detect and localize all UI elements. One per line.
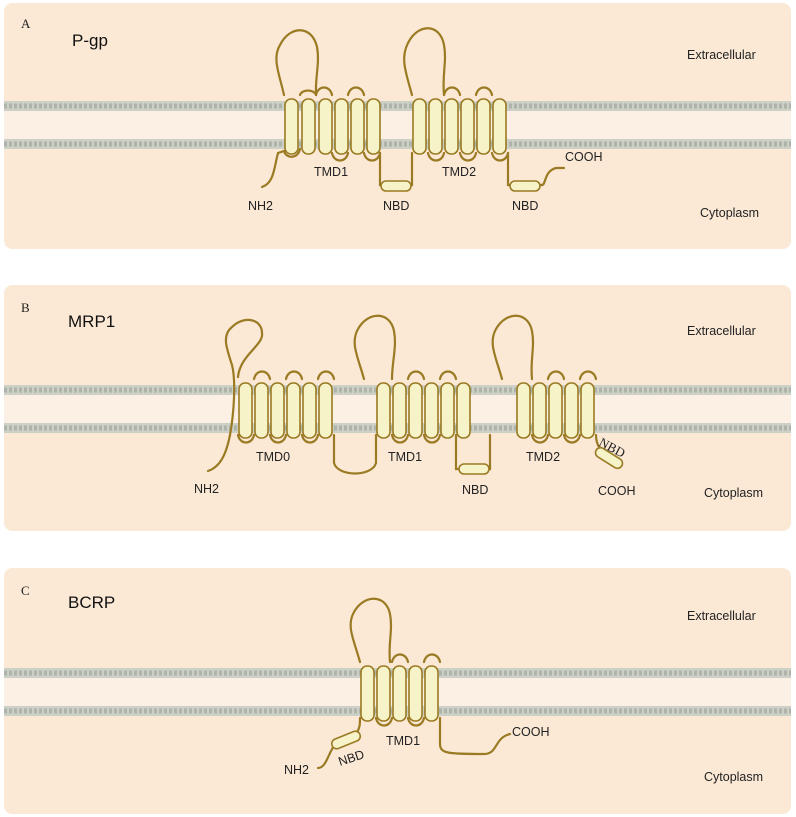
extracellular-label: Extracellular <box>687 609 756 623</box>
tmd2-label: TMD2 <box>526 450 560 464</box>
panel-pgp: A P-gp Extracellular Cytoplasm <box>4 3 791 249</box>
tmd1-label: TMD1 <box>388 450 422 464</box>
membrane <box>4 101 791 149</box>
transmembrane-helices <box>360 665 439 722</box>
extracellular-label: Extracellular <box>687 324 756 338</box>
panel-bcrp: C BCRP Extracellular Cytoplasm NH2 NBD T… <box>4 568 791 814</box>
polypeptide-chain <box>316 597 512 770</box>
nterm-label: NH2 <box>194 482 219 496</box>
nbd-domain-2 <box>594 446 624 470</box>
tmd1-label: TMD1 <box>314 165 348 179</box>
nbd-domain-1 <box>380 180 412 192</box>
nbd2-label: NBD <box>512 199 538 213</box>
nterm-label: NH2 <box>284 763 309 777</box>
cterm-label: COOH <box>512 725 550 739</box>
cterm-label: COOH <box>598 484 636 498</box>
panel-letter: B <box>21 300 30 315</box>
tmd1-label: TMD1 <box>386 734 420 748</box>
cytoplasm-label: Cytoplasm <box>704 486 763 500</box>
tmd0-label: TMD0 <box>256 450 290 464</box>
transmembrane-helices <box>238 382 595 439</box>
tmd2-label: TMD2 <box>442 165 476 179</box>
bcrp-diagram: C BCRP Extracellular Cytoplasm NH2 NBD T… <box>4 568 791 814</box>
panel-mrp1: B MRP1 Extracellular Cytoplasm <box>4 285 791 531</box>
nbd-domain-2 <box>509 180 541 192</box>
nbd1-label: NBD <box>462 483 488 497</box>
transmembrane-helices <box>284 98 507 155</box>
extracellular-label: Extracellular <box>687 48 756 62</box>
mrp1-diagram: B MRP1 Extracellular Cytoplasm <box>4 285 791 531</box>
protein-title: BCRP <box>68 593 115 612</box>
panel-letter: A <box>21 16 31 31</box>
panel-letter: C <box>21 583 30 598</box>
protein-title: MRP1 <box>68 312 115 331</box>
nterm-label: NH2 <box>248 199 273 213</box>
pgp-diagram: A P-gp Extracellular Cytoplasm <box>4 3 791 249</box>
cterm-label: COOH <box>565 150 603 164</box>
nbd-domain-1 <box>458 463 490 475</box>
protein-title: P-gp <box>72 31 108 50</box>
nbd1-label: NBD <box>383 199 409 213</box>
nbd-domain <box>330 730 362 750</box>
cytoplasm-label: Cytoplasm <box>700 206 759 220</box>
panel-background <box>4 3 791 249</box>
cytoplasm-label: Cytoplasm <box>704 770 763 784</box>
